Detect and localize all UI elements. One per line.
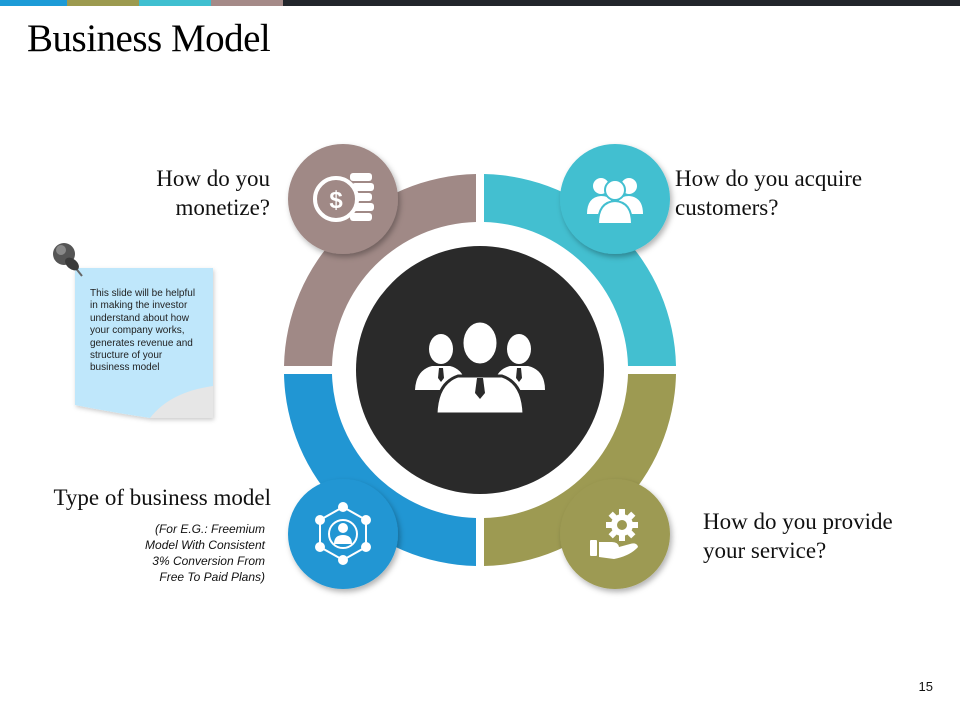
sticky-note [75,268,213,418]
monetize-label: How do you monetize? [110,164,270,222]
type-sublabel-line3: 3% Conversion From [152,554,265,568]
sticky-note-line: generates revenue and [90,337,193,349]
provide-label: How do you provide your service? [703,507,943,565]
sticky-note-line: structure of your [90,350,163,362]
sticky-note-line: This slide will be helpful [90,288,196,299]
sticky-note-line: your company works, [90,325,185,337]
monetize-label-line1: How do you [156,166,270,191]
ring-segment-provide [484,374,676,566]
type-sublabel-line4: Free To Paid Plans) [159,570,265,584]
sticky-note-line: in making the investor [90,300,188,312]
slide-title: Business Model [27,17,271,60]
accent-segment-mauve [211,0,283,6]
accent-segment-teal [139,0,211,6]
people-group-icon [587,178,643,225]
type-label: Type of business model [53,485,271,510]
type-sublabel-line1: (For E.G.: Freemium [154,522,265,536]
business-team-icon [415,319,545,416]
sticky-note-text: This slide will be helpful in making the… [90,288,208,375]
accent-segment-dark [283,0,960,6]
provide-label-line1: How do you provide [703,509,893,534]
hand-gear-icon [590,509,638,559]
type-sublabel-line2: Model With Consistent [145,538,265,552]
type-sublabel: (For E.G.: Freemium Model With Consisten… [80,521,265,585]
dollar-coins-icon: $ [313,173,374,222]
sticky-note-line: understand about how [90,312,189,324]
acquire-label-line2: customers? [675,195,779,220]
accent-segment-blue [0,0,67,6]
accent-segment-olive [67,0,139,6]
provide-label-line2: your service? [703,538,827,563]
top-accent-bar [0,0,960,6]
sticky-note-line: business model [90,362,160,374]
monetize-label-line2: monetize? [175,195,270,220]
pushpin-icon [53,243,83,277]
ring-segment-type [284,374,476,566]
svg-text:$: $ [329,187,343,214]
page-number: 15 [918,679,933,694]
network-person-icon [315,502,371,565]
acquire-label-line1: How do you acquire [675,166,863,191]
center-circle [356,246,604,494]
ring-segment-acquire [484,174,676,366]
acquire-label: How do you acquire customers? [675,164,915,222]
ring-segment-monetize [284,174,476,366]
